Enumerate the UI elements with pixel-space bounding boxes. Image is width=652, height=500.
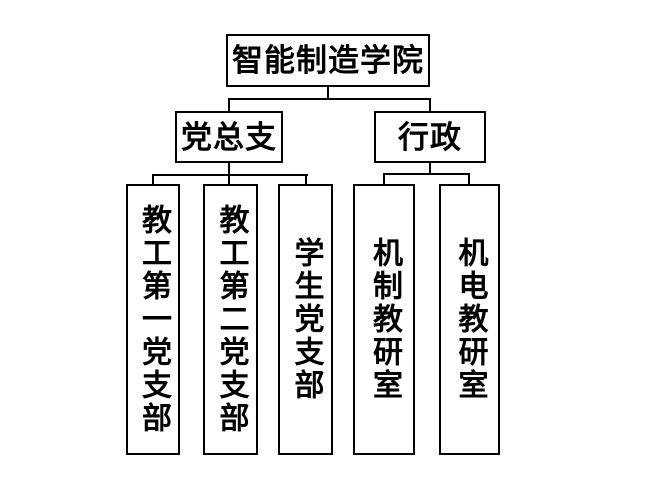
node-label: 教工第二党支部	[214, 204, 248, 435]
connector-stub-leaf-3	[383, 173, 385, 186]
connector-stub-leaf-1	[228, 174, 230, 186]
connector-party-down-stub	[228, 161, 230, 176]
node-party-general-branch: 党总支	[175, 111, 283, 163]
node-label: 教工第一党支部	[137, 204, 170, 435]
connector-stub-leaf-0	[152, 174, 154, 186]
connector-stub-leaf-2	[305, 174, 307, 186]
node-college: 智能制造学院	[226, 34, 430, 87]
node-label: 学生党支部	[289, 237, 323, 402]
connector-rail-level2	[228, 98, 431, 100]
connector-admin-down-stub	[429, 161, 431, 175]
node-electromechanical-teaching-office: 机电教研室	[439, 184, 500, 455]
node-student-party-branch: 学生党支部	[278, 184, 333, 455]
node-label: 机电教研室	[453, 237, 487, 402]
connector-stub-party	[228, 98, 230, 113]
node-administration: 行政	[374, 111, 486, 163]
connector-root-stub	[327, 85, 329, 100]
node-label: 机制教研室	[368, 237, 401, 402]
connector-rail-admin	[383, 173, 470, 175]
connector-stub-leaf-4	[468, 173, 470, 186]
node-faculty-first-party-branch: 教工第一党支部	[126, 184, 180, 455]
node-machine-design-teaching-office: 机制教研室	[353, 184, 415, 455]
connector-stub-admin	[429, 98, 431, 113]
connector-rail-party	[152, 174, 308, 176]
node-faculty-second-party-branch: 教工第二党支部	[203, 184, 258, 455]
